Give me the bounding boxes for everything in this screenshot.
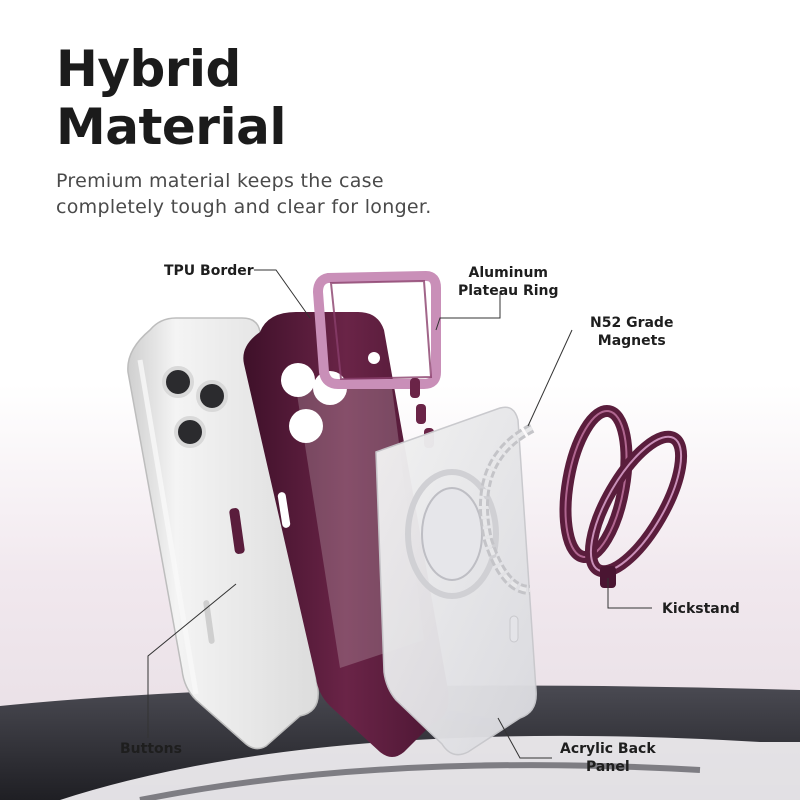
- aluminum-plateau-ring: [312, 270, 441, 389]
- callout-leader-lines: [147, 269, 652, 759]
- acrylic-back-panel: [375, 406, 537, 756]
- callout-aluminum-ring-line-2: Plateau Ring: [458, 283, 559, 299]
- magnets-leader: [527, 329, 573, 427]
- page-title: Hybrid Material: [56, 40, 286, 156]
- callout-buttons: Buttons: [120, 740, 182, 758]
- aluminum-ring-leader: [435, 294, 501, 331]
- callout-acrylic-panel-line-2: Panel: [586, 759, 630, 775]
- callout-aluminum-ring-line-1: Aluminum: [468, 265, 549, 281]
- purple-button-icon: [229, 508, 245, 554]
- kickstand-leader: [607, 578, 652, 609]
- page-subtitle: Premium material keeps the case complete…: [56, 168, 432, 220]
- camera-cutout-icon: [281, 363, 315, 397]
- callout-tpu-border: TPU Border: [164, 262, 254, 280]
- camera-cutout-icon: [289, 409, 323, 443]
- page-subtitle-line-1: Premium material keeps the case: [56, 170, 384, 192]
- tpu-border-leader: [254, 269, 311, 319]
- acrylic-panel-leader: [497, 717, 552, 759]
- n52-magnet-ring: [479, 423, 535, 595]
- callout-magnets-line-2: Magnets: [597, 333, 666, 349]
- callout-kickstand: Kickstand: [662, 600, 740, 618]
- callout-tpu-border-label: TPU Border: [164, 263, 254, 279]
- callout-kickstand-label: Kickstand: [662, 601, 740, 617]
- magsafe-ring-icon: [405, 469, 499, 599]
- callout-buttons-label: Buttons: [120, 741, 182, 757]
- kickstand-hinge-icon: [600, 566, 616, 588]
- buttons-leader: [147, 583, 237, 738]
- callout-acrylic-panel-line-1: Acrylic Back: [560, 741, 656, 757]
- flash-cutout-icon: [368, 352, 380, 364]
- callout-magnets: N52 Grade Magnets: [590, 314, 673, 350]
- camera-lens-icon: [196, 380, 228, 412]
- page-title-line-1: Hybrid: [56, 40, 241, 98]
- camera-lens-icon: [162, 366, 194, 398]
- callout-aluminum-ring: Aluminum Plateau Ring: [458, 264, 559, 300]
- page-subtitle-line-2: completely tough and clear for longer.: [56, 196, 432, 218]
- kickstand: [559, 404, 688, 588]
- camera-lens-icon: [174, 416, 206, 448]
- callout-magnets-line-1: N52 Grade: [590, 315, 674, 331]
- callout-acrylic-panel: Acrylic Back Panel: [560, 740, 656, 776]
- page-title-line-2: Material: [56, 98, 286, 156]
